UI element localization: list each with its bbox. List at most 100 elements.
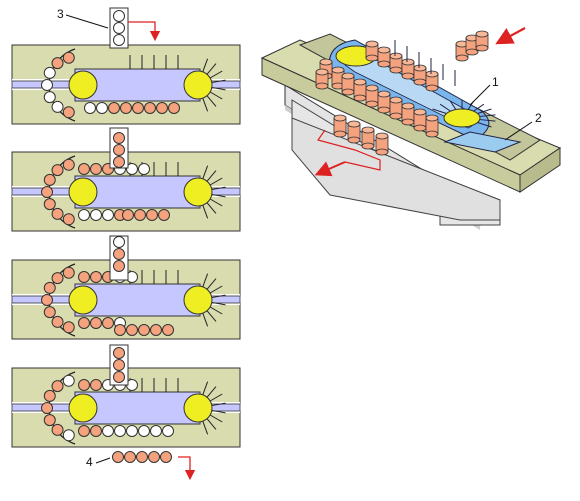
ball <box>44 174 55 185</box>
ball <box>147 210 158 221</box>
ball <box>91 272 102 283</box>
ball <box>52 316 63 327</box>
cylinder <box>414 65 426 85</box>
ball <box>44 282 55 293</box>
isometric-view: 1 2 <box>262 28 560 230</box>
ball <box>44 307 55 318</box>
cylinder <box>354 79 366 101</box>
stage-panel <box>12 8 240 124</box>
ball <box>133 103 144 114</box>
ball <box>114 261 125 272</box>
cylinder <box>426 71 438 91</box>
cylinder <box>402 103 414 125</box>
cylinder <box>376 133 388 155</box>
ball <box>44 390 55 401</box>
ball <box>114 35 125 46</box>
ball <box>114 249 125 260</box>
ball <box>44 67 55 78</box>
label-3: 3 <box>57 7 64 21</box>
ball <box>79 380 90 391</box>
stage-panel <box>12 128 240 231</box>
ball <box>127 325 138 336</box>
ball <box>91 210 102 221</box>
ball <box>103 318 114 329</box>
ball <box>139 325 150 336</box>
ball <box>79 164 90 175</box>
ball <box>163 325 174 336</box>
output-ball <box>161 452 172 463</box>
cylinder <box>476 31 488 51</box>
cylinder <box>366 85 378 107</box>
ball <box>139 426 150 437</box>
cylinder <box>362 127 374 149</box>
ball <box>114 237 125 248</box>
ball <box>42 187 53 198</box>
ball <box>151 325 162 336</box>
ball <box>44 415 55 426</box>
ball <box>63 375 74 386</box>
ball <box>79 318 90 329</box>
ball <box>79 210 90 221</box>
label-1: 1 <box>492 75 499 89</box>
stage-panel <box>12 345 240 447</box>
ball <box>114 145 125 156</box>
ball <box>42 295 53 306</box>
ball <box>121 103 132 114</box>
cylinder <box>334 115 346 137</box>
ball <box>52 381 63 392</box>
ball <box>114 11 125 22</box>
ball <box>157 103 168 114</box>
ball <box>63 214 74 225</box>
ball <box>42 403 53 414</box>
ball <box>63 322 74 333</box>
ball <box>85 103 96 114</box>
cylinder <box>378 91 390 113</box>
ball <box>139 164 150 175</box>
ball <box>91 380 102 391</box>
ball <box>135 210 146 221</box>
cylinder <box>414 109 426 131</box>
ball <box>52 424 63 435</box>
ball <box>115 325 126 336</box>
ball <box>44 199 55 210</box>
ball <box>109 103 120 114</box>
cylinder <box>342 73 354 95</box>
ball <box>52 273 63 284</box>
ball <box>114 133 125 144</box>
ball <box>145 103 156 114</box>
ball <box>63 159 74 170</box>
output-ball <box>149 452 160 463</box>
ball <box>63 107 74 118</box>
ball <box>123 210 134 221</box>
ball <box>114 23 125 34</box>
label-2: 2 <box>535 111 542 125</box>
ball <box>114 348 125 359</box>
cylinder <box>378 47 390 67</box>
ball <box>114 157 125 168</box>
ball <box>63 267 74 278</box>
ball <box>91 164 102 175</box>
ball <box>114 372 125 383</box>
ball <box>44 92 55 103</box>
ball <box>91 426 102 437</box>
ball <box>52 101 63 112</box>
output-ball <box>113 452 124 463</box>
cylinder <box>426 115 438 137</box>
ball <box>151 426 162 437</box>
ball <box>169 103 180 114</box>
cylinder <box>348 121 360 143</box>
ball <box>52 58 63 69</box>
ball <box>103 210 114 221</box>
cylinder <box>390 97 402 119</box>
output-ball <box>125 452 136 463</box>
ball <box>97 103 108 114</box>
cylinder <box>316 69 328 89</box>
ball <box>63 52 74 63</box>
cylinder <box>402 59 414 79</box>
ball <box>103 426 114 437</box>
cylinder <box>390 53 402 73</box>
ball <box>52 165 63 176</box>
ball <box>63 430 74 441</box>
ball <box>163 426 174 437</box>
